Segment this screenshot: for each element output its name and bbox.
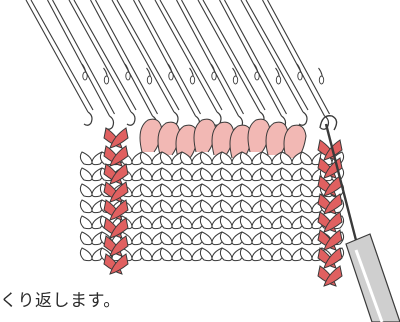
- needle-bed: [26, 0, 330, 129]
- latch-needle-icon: [155, 0, 222, 125]
- instruction-caption: くり返します。: [0, 286, 121, 311]
- latch-needle-icon: [69, 0, 136, 125]
- latch-needle-icon: [263, 0, 330, 129]
- latch-needle-icon: [112, 0, 179, 125]
- latch-needle-icon: [26, 0, 93, 125]
- latch-needle-icon: [241, 0, 308, 125]
- latch-needle-icon: [198, 0, 265, 125]
